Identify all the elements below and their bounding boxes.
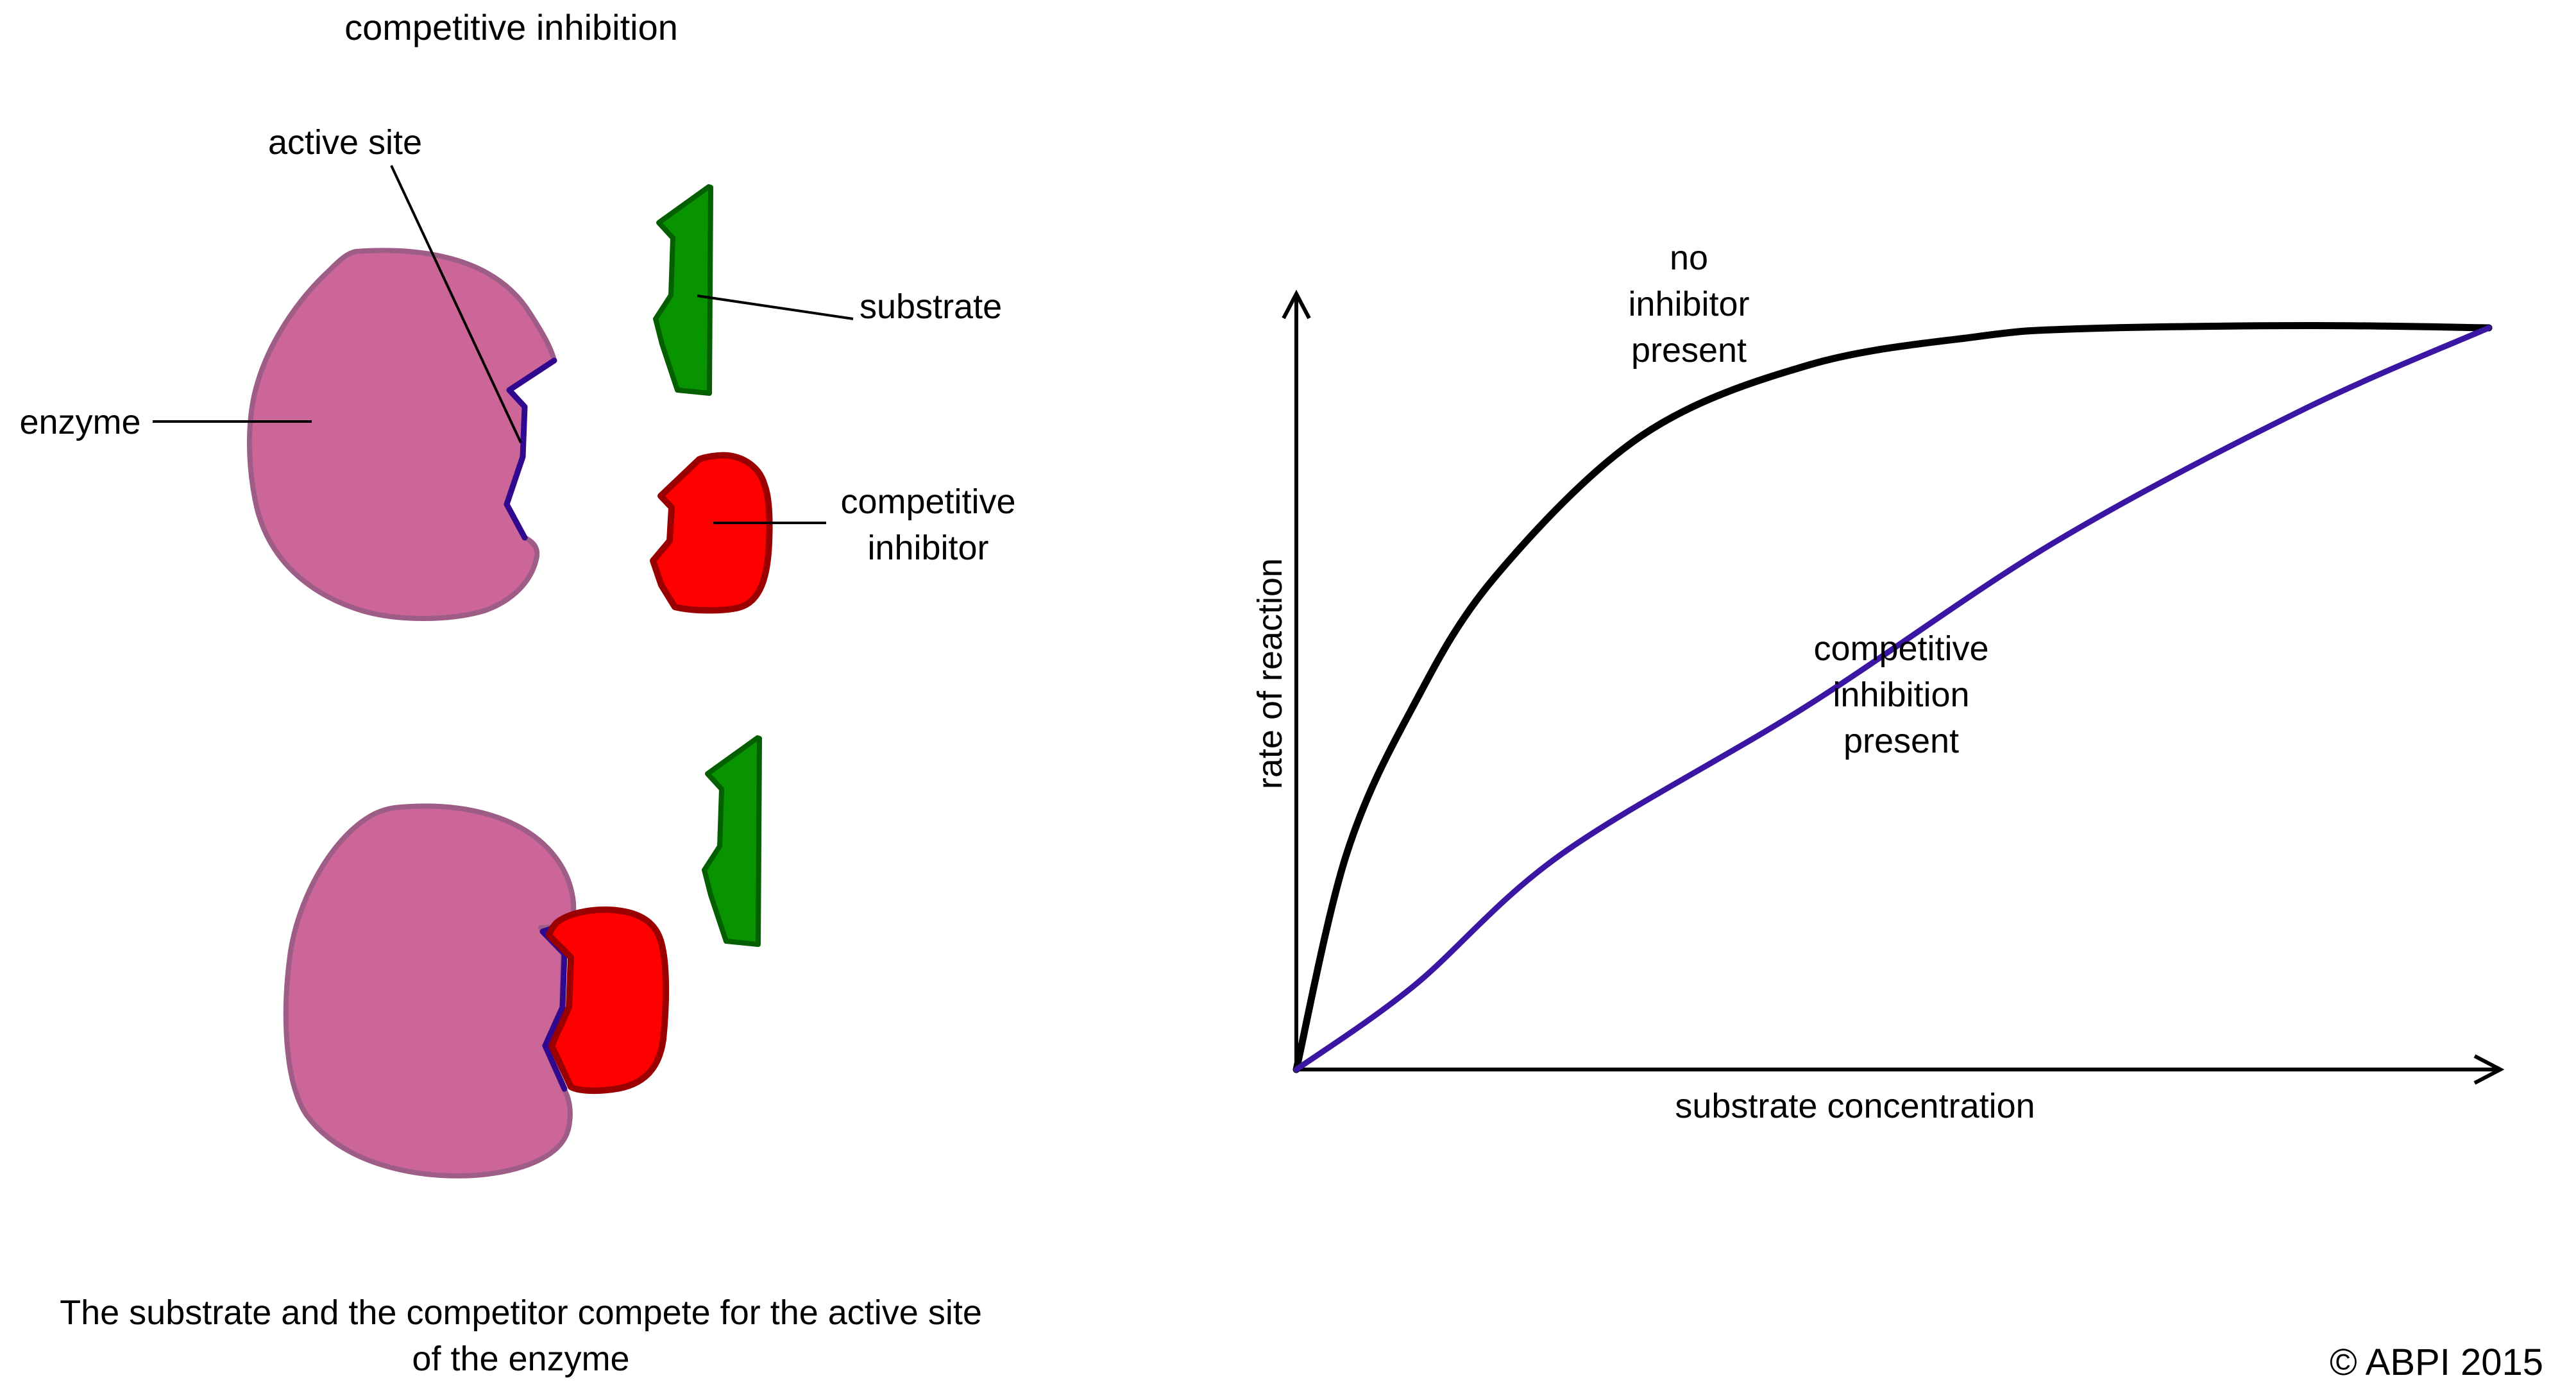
- curve-label-no-inhibitor-line3: present: [1631, 331, 1747, 370]
- curve-label-no-inhibitor-line1: no: [1670, 239, 1708, 277]
- label-enzyme: enzyme: [19, 403, 140, 441]
- pointer-line-active-site: [390, 165, 522, 443]
- enzyme-blob-bottom: [283, 803, 577, 1179]
- curve-no-inhibitor: [1292, 321, 2493, 1073]
- y-axis-label: rate of reaction: [1251, 558, 1289, 789]
- y-axis-arrowhead-icon: [1282, 289, 1311, 320]
- inhibitor-shape-bound: [546, 906, 670, 1095]
- curve-label-competitive-line2: inhibition: [1833, 676, 1969, 714]
- active-site-seam: [539, 921, 569, 1092]
- active-site-notch: [504, 357, 557, 541]
- caption-line2: of the enzyme: [412, 1340, 629, 1378]
- caption-line1: The substrate and the competitor compete…: [60, 1293, 982, 1332]
- label-substrate: substrate: [860, 287, 1002, 326]
- curve-label-competitive-line3: present: [1843, 722, 1959, 760]
- curve-label-competitive-line1: competitive: [1813, 629, 1988, 668]
- x-axis-arrowhead-icon: [2473, 1054, 2505, 1085]
- copyright-notice: © ABPI 2015: [2330, 1342, 2543, 1383]
- curve-label-no-inhibitor-line2: inhibitor: [1628, 285, 1749, 323]
- label-competitive-inhibitor-line1: competitive: [840, 482, 1015, 521]
- label-competitive-inhibitor-line2: inhibitor: [867, 529, 988, 567]
- label-active-site: active site: [268, 123, 422, 162]
- substrate-shape-free: [656, 187, 711, 393]
- inhibitor-shape-free: [650, 452, 773, 614]
- x-axis-label: substrate concentration: [1675, 1087, 2035, 1125]
- curve-competitive-inhibition: [1293, 325, 2492, 1073]
- page-title: competitive inhibition: [344, 7, 678, 47]
- substrate-shape-bottom: [704, 738, 759, 944]
- enzyme-blob-top: [246, 248, 557, 621]
- pointer-line-substrate: [697, 294, 854, 320]
